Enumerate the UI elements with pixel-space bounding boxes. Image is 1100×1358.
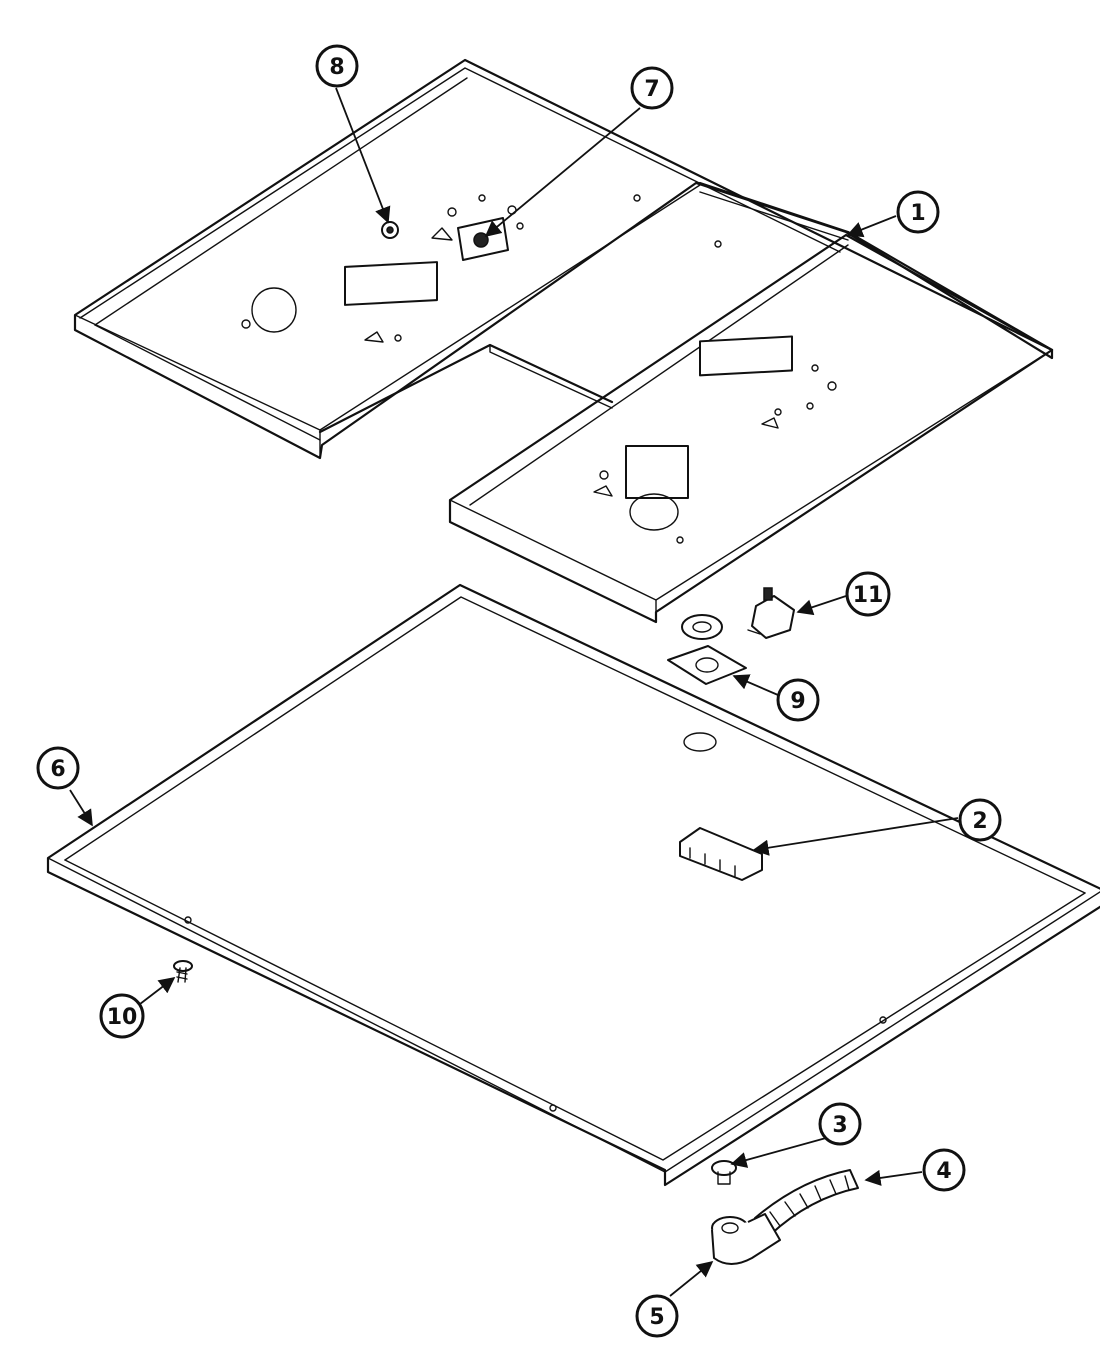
top-panel-assembly xyxy=(73,58,1054,460)
callout-7-label: 7 xyxy=(644,77,659,102)
callout-2-label: 2 xyxy=(972,809,987,834)
callout-11-label: 11 xyxy=(853,583,884,608)
switch-part xyxy=(747,587,795,639)
callout-1: 1 xyxy=(896,190,940,234)
callout-6: 6 xyxy=(36,746,80,790)
callout-4: 4 xyxy=(922,1148,966,1192)
callout-9: 9 xyxy=(776,678,820,722)
callout-7: 7 xyxy=(630,66,674,110)
middle-tray xyxy=(448,233,1054,624)
callout-10: 10 xyxy=(99,993,145,1039)
screw-part xyxy=(173,960,193,983)
callout-3: 3 xyxy=(818,1102,862,1146)
callout-5: 5 xyxy=(635,1294,679,1338)
plug-part xyxy=(711,1160,737,1185)
top-panel-outline xyxy=(73,58,1054,460)
lock-nut-part xyxy=(681,614,723,640)
drain-hose-part xyxy=(754,1169,859,1236)
callout-8-label: 8 xyxy=(329,55,344,80)
callout-3-label: 3 xyxy=(832,1113,847,1138)
callout-4-label: 4 xyxy=(936,1159,951,1184)
square-washer-part xyxy=(667,645,747,685)
callout-5-label: 5 xyxy=(649,1305,664,1330)
callout-2: 2 xyxy=(958,798,1002,842)
terminal-block-part xyxy=(679,827,763,881)
bottom-tray-outline xyxy=(46,583,1100,1187)
callout-9-label: 9 xyxy=(790,689,805,714)
bottom-tray xyxy=(46,583,1100,1187)
callout-10-label: 10 xyxy=(107,1005,138,1030)
callout-1-label: 1 xyxy=(910,201,925,226)
elbow-fitting-part xyxy=(711,1213,781,1265)
callout-11: 11 xyxy=(845,571,891,617)
callout-8: 8 xyxy=(315,44,359,88)
callout-6-label: 6 xyxy=(50,757,65,782)
